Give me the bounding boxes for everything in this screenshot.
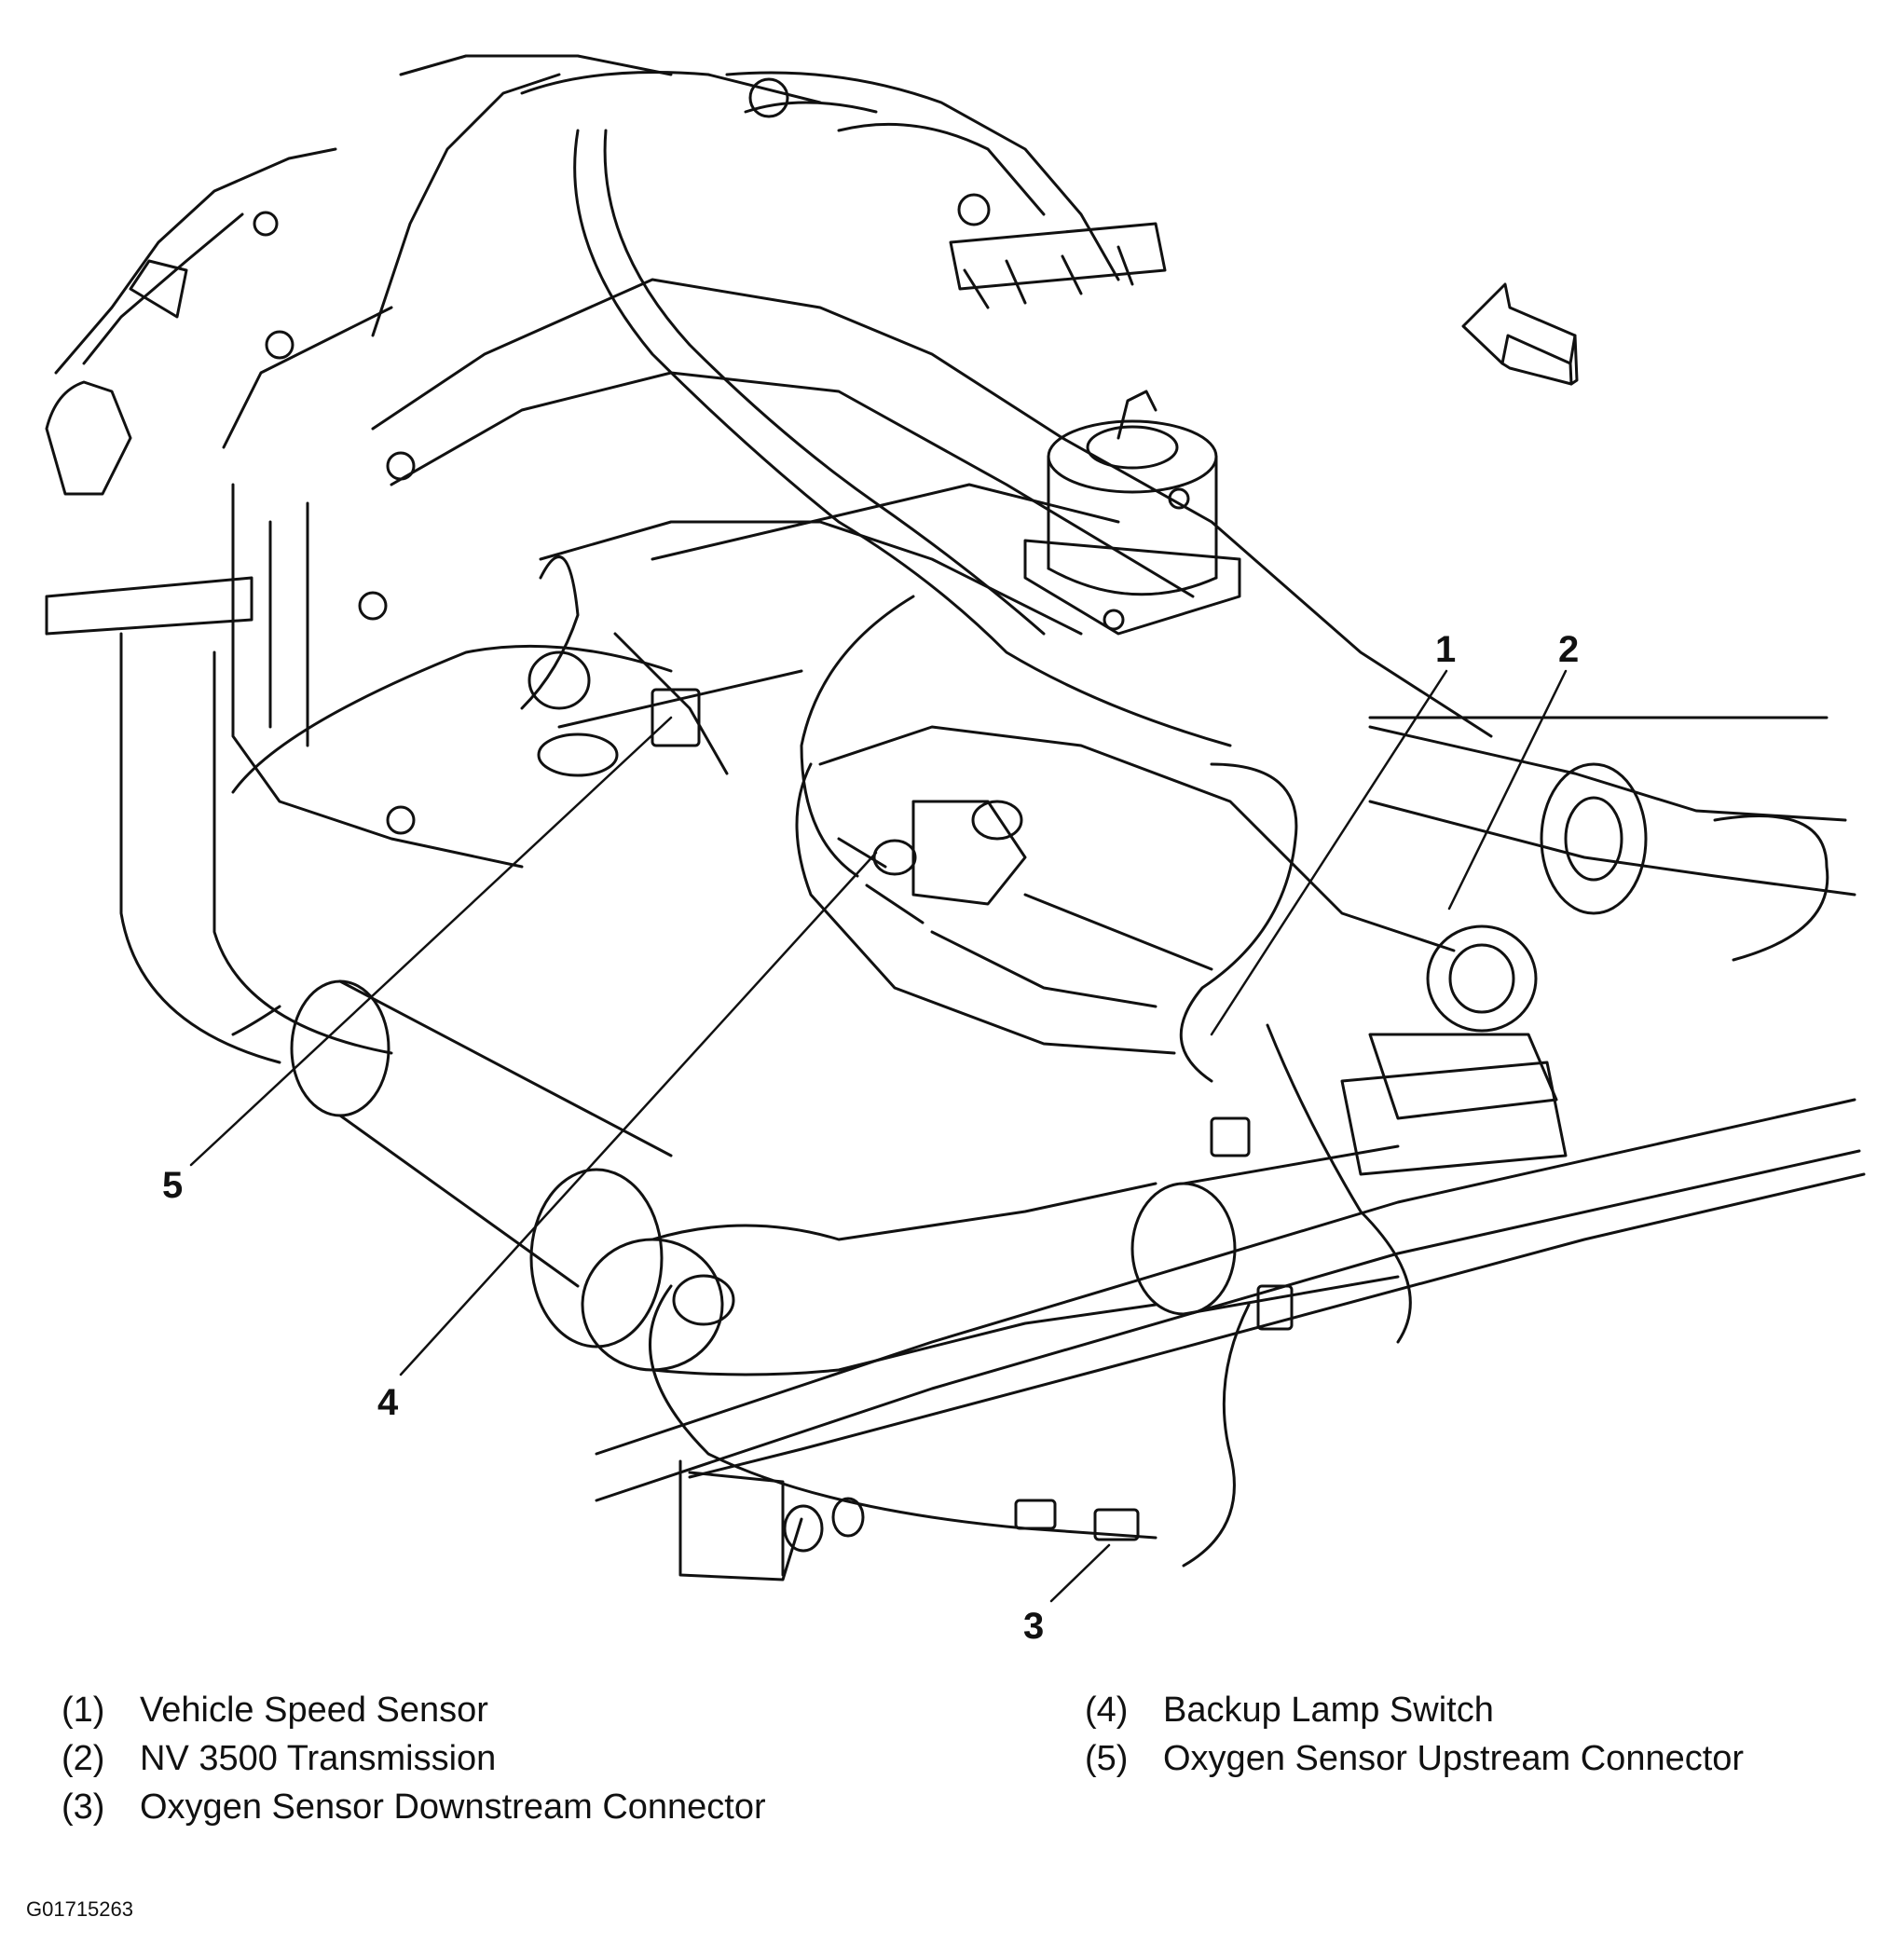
- legend-number: (4): [1085, 1691, 1129, 1730]
- legend-text: Vehicle Speed Sensor: [140, 1691, 488, 1730]
- leader-4: [399, 851, 878, 1376]
- callout-4: 4: [377, 1382, 399, 1423]
- leader-5: [189, 716, 673, 1167]
- leader-1: [1210, 669, 1448, 1036]
- callout-leaders: [189, 669, 1568, 1603]
- callout-numbers: 1 2 3 4 5: [162, 629, 1579, 1647]
- legend-text: Oxygen Sensor Upstream Connector: [1163, 1739, 1745, 1778]
- legend-text: NV 3500 Transmission: [140, 1739, 497, 1778]
- legend-number: (3): [62, 1787, 105, 1827]
- transmission-diagram: 1 2 3 4 5: [45, 54, 1866, 1647]
- engine-block: [45, 54, 1167, 1064]
- callout-2: 2: [1558, 629, 1579, 670]
- legend-number: (5): [1085, 1739, 1129, 1778]
- leader-2: [1447, 669, 1568, 911]
- legend-text: Oxygen Sensor Downstream Connector: [140, 1787, 766, 1827]
- figure-id: G01715263: [26, 1897, 133, 1921]
- tailshaft-and-driveshaft: [1340, 716, 1856, 1176]
- legend-item-2: (2) NV 3500 Transmission: [62, 1737, 496, 1780]
- callout-3: 3: [1023, 1606, 1044, 1647]
- leader-3: [1049, 1543, 1111, 1603]
- frame-rail: [595, 1098, 1866, 1581]
- callout-1: 1: [1435, 629, 1456, 670]
- legend-item-3: (3) Oxygen Sensor Downstream Connector: [62, 1786, 766, 1828]
- transmission-case: [371, 278, 1493, 1055]
- legend-item-1: (1) Vehicle Speed Sensor: [62, 1689, 488, 1732]
- legend-text: Backup Lamp Switch: [1163, 1691, 1494, 1730]
- legend-number: (2): [62, 1739, 105, 1778]
- catalytic-converter: [231, 979, 1400, 1376]
- legend-item-4: (4) Backup Lamp Switch: [1085, 1689, 1494, 1732]
- legend-number: (1): [62, 1691, 105, 1730]
- front-arrow-icon: [1461, 282, 1579, 386]
- callout-5: 5: [162, 1165, 183, 1206]
- shifter-tower: [1023, 390, 1241, 636]
- legend-item-5: (5) Oxygen Sensor Upstream Connector: [1085, 1737, 1744, 1780]
- legend: (1) Vehicle Speed Sensor (2) NV 3500 Trans…: [62, 1689, 1832, 1856]
- wiring-harness: [231, 129, 1412, 1568]
